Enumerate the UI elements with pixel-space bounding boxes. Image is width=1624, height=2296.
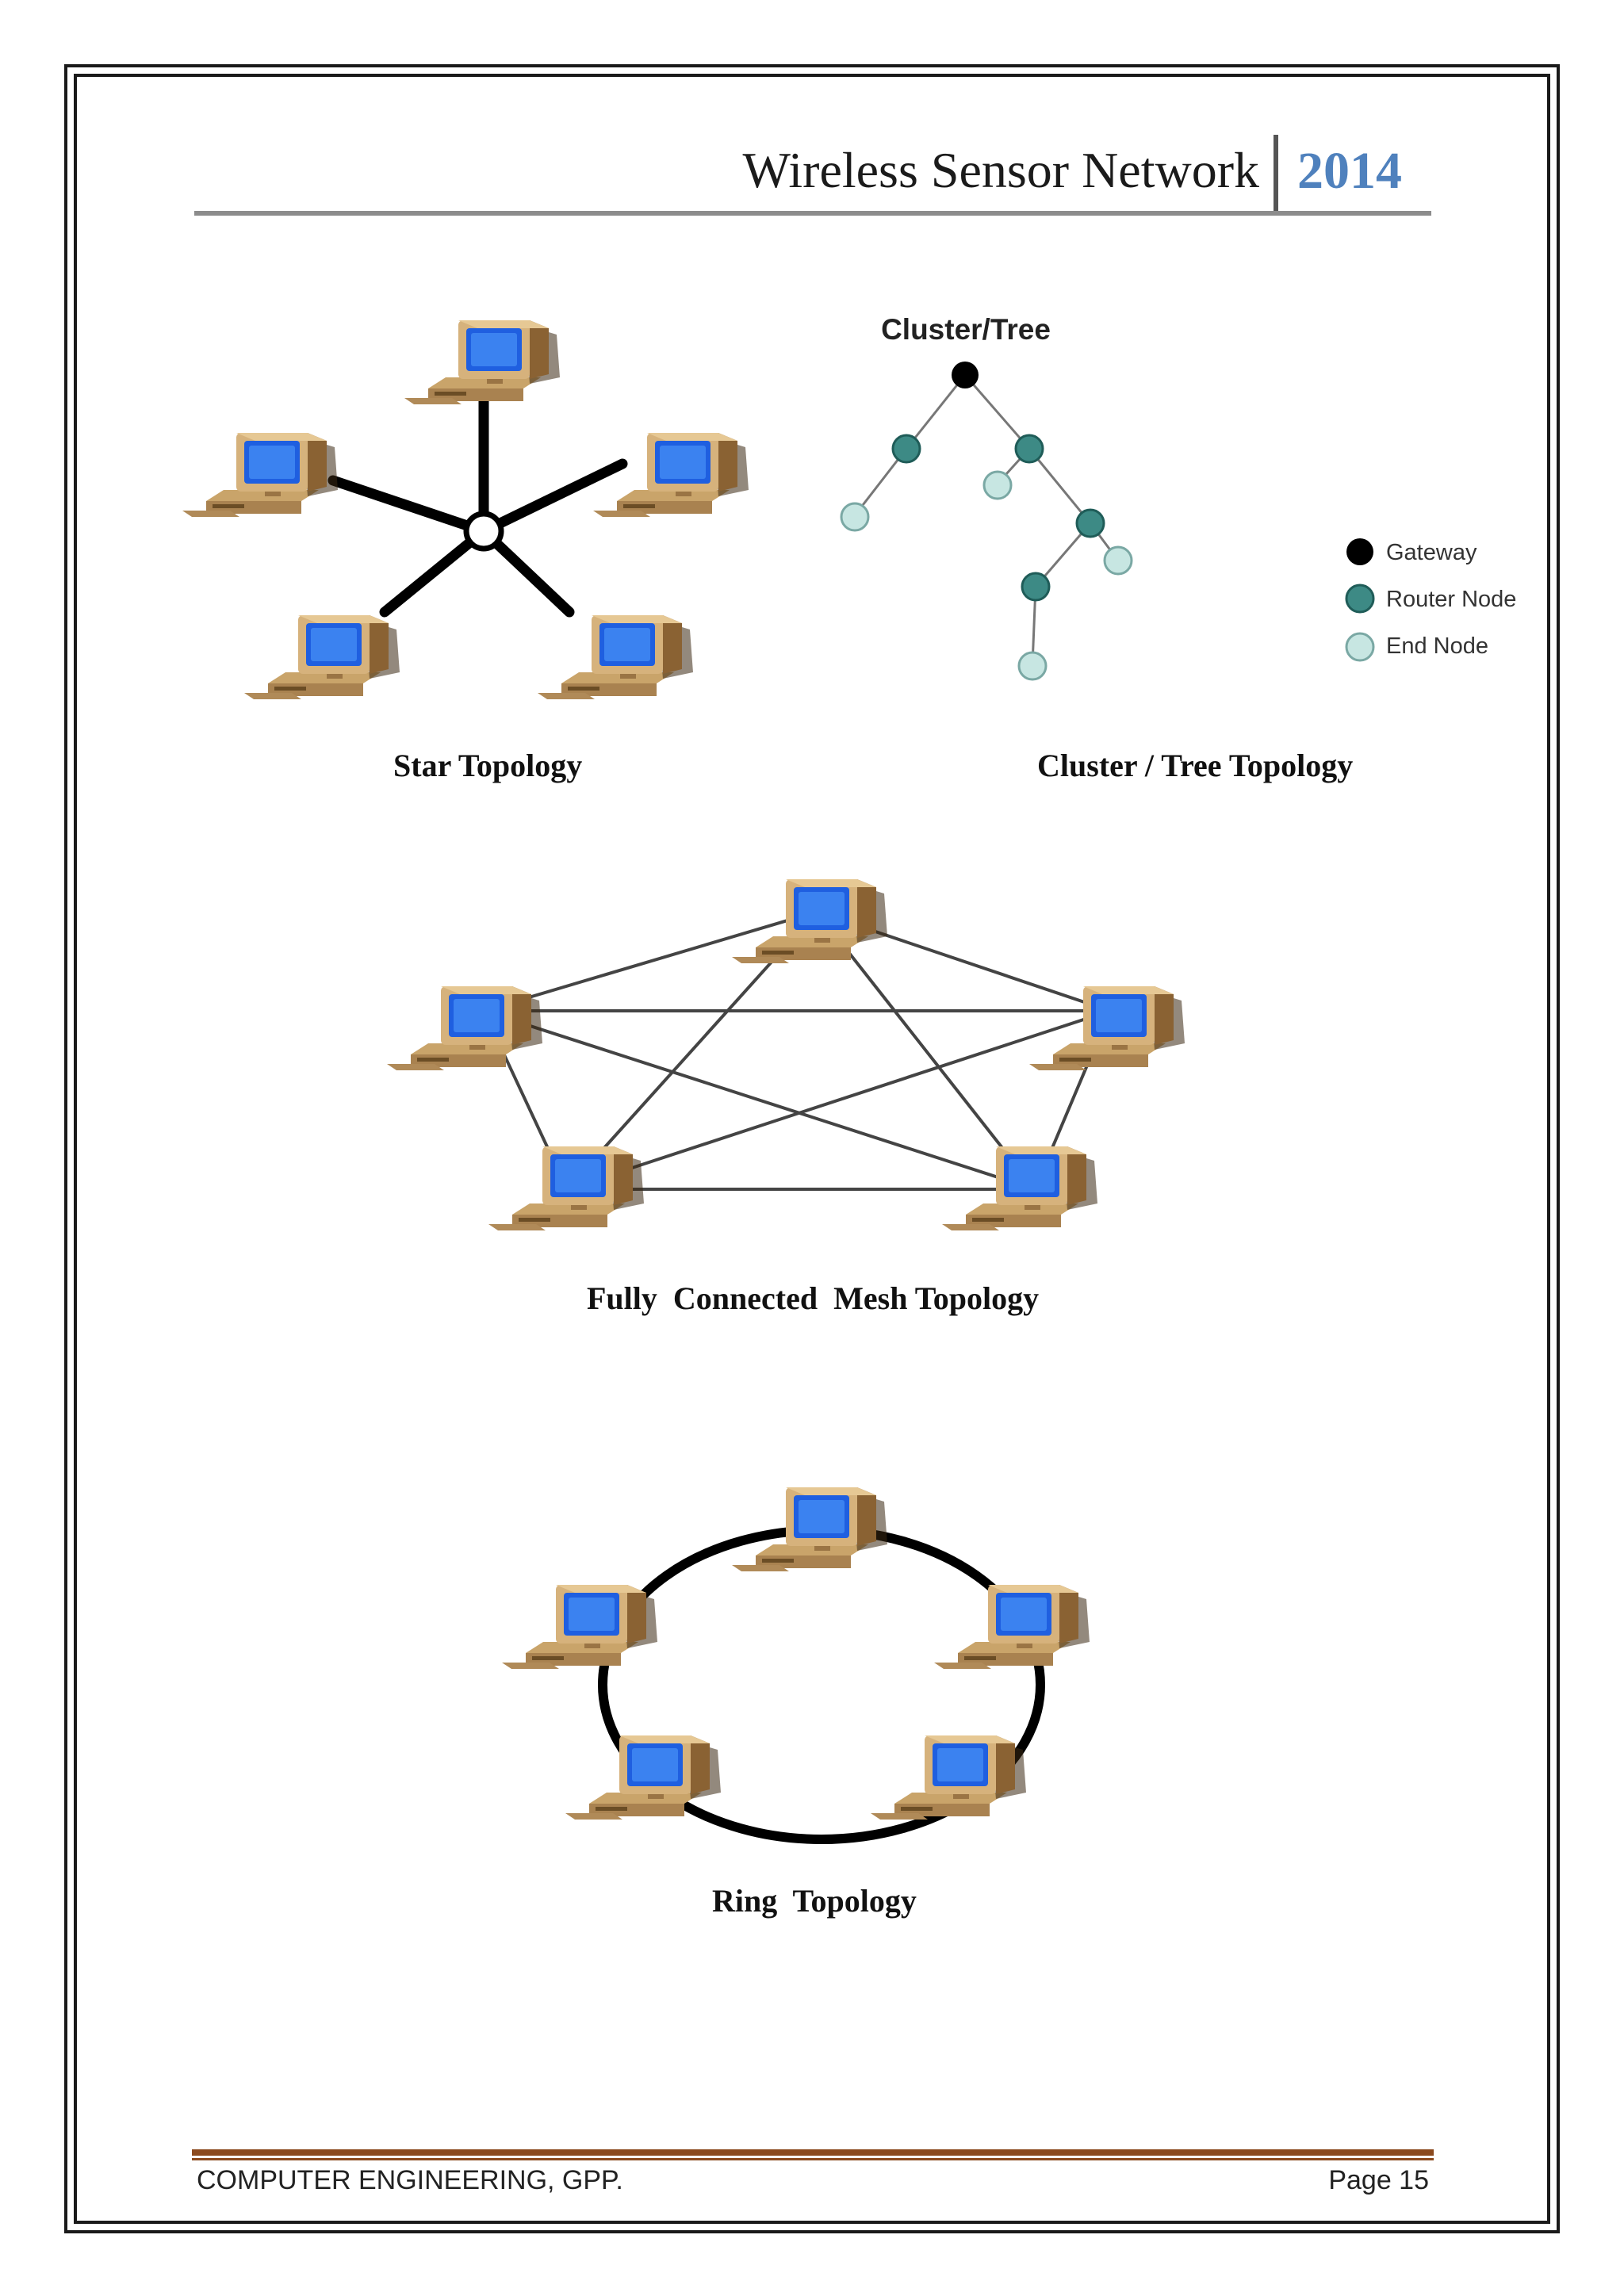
end-node [1017,651,1048,681]
tree-legend: Gateway Router Node End Node [1345,538,1516,662]
computer-icon [488,1146,644,1230]
computer-icon [182,433,338,517]
computer-icon [593,433,749,517]
ring-caption: Ring Topology [712,1883,917,1919]
footer-rule-thin [192,2158,1434,2160]
header-year: 2014 [1297,142,1402,200]
legend-end: End Node [1386,633,1488,659]
end-node [1103,545,1133,576]
computer-icon [871,1735,1026,1820]
footer-rule [192,2149,1434,2156]
computer-icon [387,986,542,1070]
router-node [1014,434,1044,464]
router-node [1021,572,1051,602]
footer-page-number: Page 15 [1328,2165,1429,2195]
computer-icon [244,615,400,699]
tree-title: Cluster/Tree [881,313,1051,346]
router-node [891,434,921,464]
computer-icon [502,1585,657,1669]
end-node [840,502,870,532]
router-node [1075,508,1105,538]
computer-icon [934,1585,1090,1669]
tree-topology: Cluster/Tree Gateway [840,313,1516,681]
header-separator [1274,135,1278,214]
page-border-inner [74,74,1550,2224]
computer-icon [732,879,887,963]
legend-router: Router Node [1386,587,1516,612]
footer-department: COMPUTER ENGINEERING, GPP. [197,2165,623,2195]
tree-caption: Cluster / Tree Topology [1037,748,1354,783]
star-hub [463,511,504,552]
computer-icon [404,320,560,404]
star-caption: Star Topology [393,748,583,783]
mesh-topology [387,879,1185,1230]
mesh-caption: Fully Connected Mesh Topology [587,1280,1040,1316]
header-title: Wireless Sensor Network [742,142,1260,198]
ring-topology [502,1487,1090,1844]
gateway-node [952,362,979,388]
end-node [982,470,1013,500]
computer-icon [538,615,693,699]
legend-gateway: Gateway [1386,540,1477,565]
computer-icon [732,1487,887,1571]
page-border-outer [64,64,1560,2233]
star-topology [182,320,749,699]
header-rule [194,211,1431,216]
